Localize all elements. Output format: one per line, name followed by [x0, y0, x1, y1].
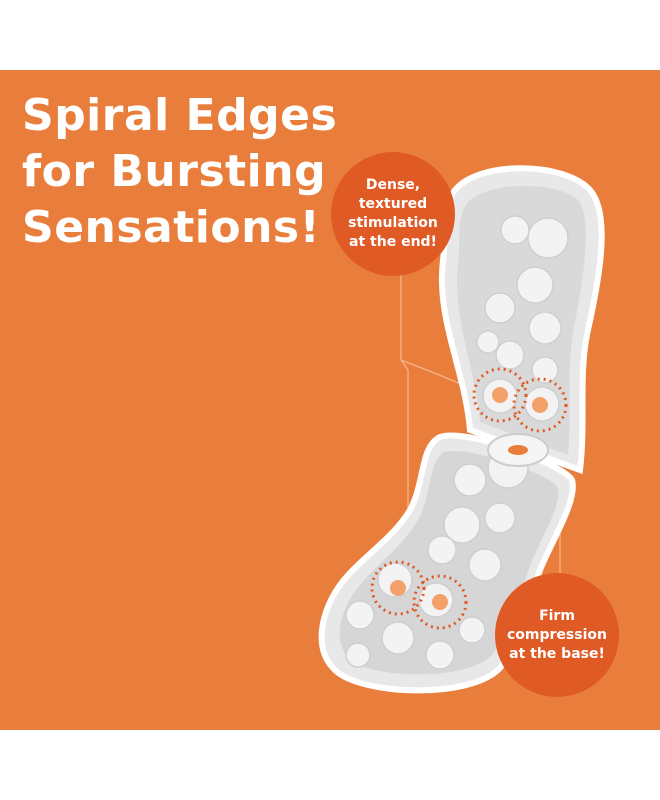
nub: [495, 340, 525, 370]
highlight-marker-lower-left: [370, 560, 426, 616]
nub: [427, 535, 457, 565]
nub: [425, 640, 455, 670]
nub: [500, 215, 530, 245]
nub: [453, 463, 487, 497]
highlight-marker-upper-right: [512, 377, 568, 433]
nub: [516, 266, 554, 304]
nub: [468, 548, 502, 582]
feature-headline: Spiral Edges for Bursting Sensations!: [22, 88, 337, 256]
highlight-marker-lower-right: [412, 574, 468, 630]
center-ring: [487, 433, 549, 467]
callout-bottom-line-1: Firm compression: [507, 607, 607, 643]
callout-top-line-2: stimulation: [348, 215, 438, 231]
leader-line-top-left: [400, 275, 409, 565]
nub: [531, 356, 559, 384]
nub: [484, 502, 516, 534]
callout-bottom-line-2: at the base!: [509, 645, 605, 662]
callout-top-bubble: Dense, textured stimulation at the end!: [331, 152, 455, 276]
sleeve-upper-half: [439, 165, 605, 475]
nub: [476, 330, 500, 354]
nub: [484, 292, 516, 324]
headline-line-2: for Bursting: [22, 146, 327, 197]
nub: [345, 642, 371, 668]
headline-line-3: Sensations!: [22, 202, 321, 253]
orange-feature-panel: Spiral Edges for Bursting Sensations!: [0, 70, 660, 730]
callout-bottom-bubble: Firm compression at the base!: [495, 573, 619, 697]
nub: [443, 506, 481, 544]
highlight-markers: [370, 367, 568, 630]
headline-line-1: Spiral Edges: [22, 90, 338, 141]
nub: [527, 217, 569, 259]
nub: [345, 600, 375, 630]
nub: [528, 311, 562, 345]
nub: [458, 616, 486, 644]
callout-top-line-1: Dense, textured: [358, 177, 428, 212]
nub: [381, 621, 415, 655]
callout-top-line-3: at the end!: [349, 234, 437, 250]
highlight-marker-upper-left: [472, 367, 528, 423]
